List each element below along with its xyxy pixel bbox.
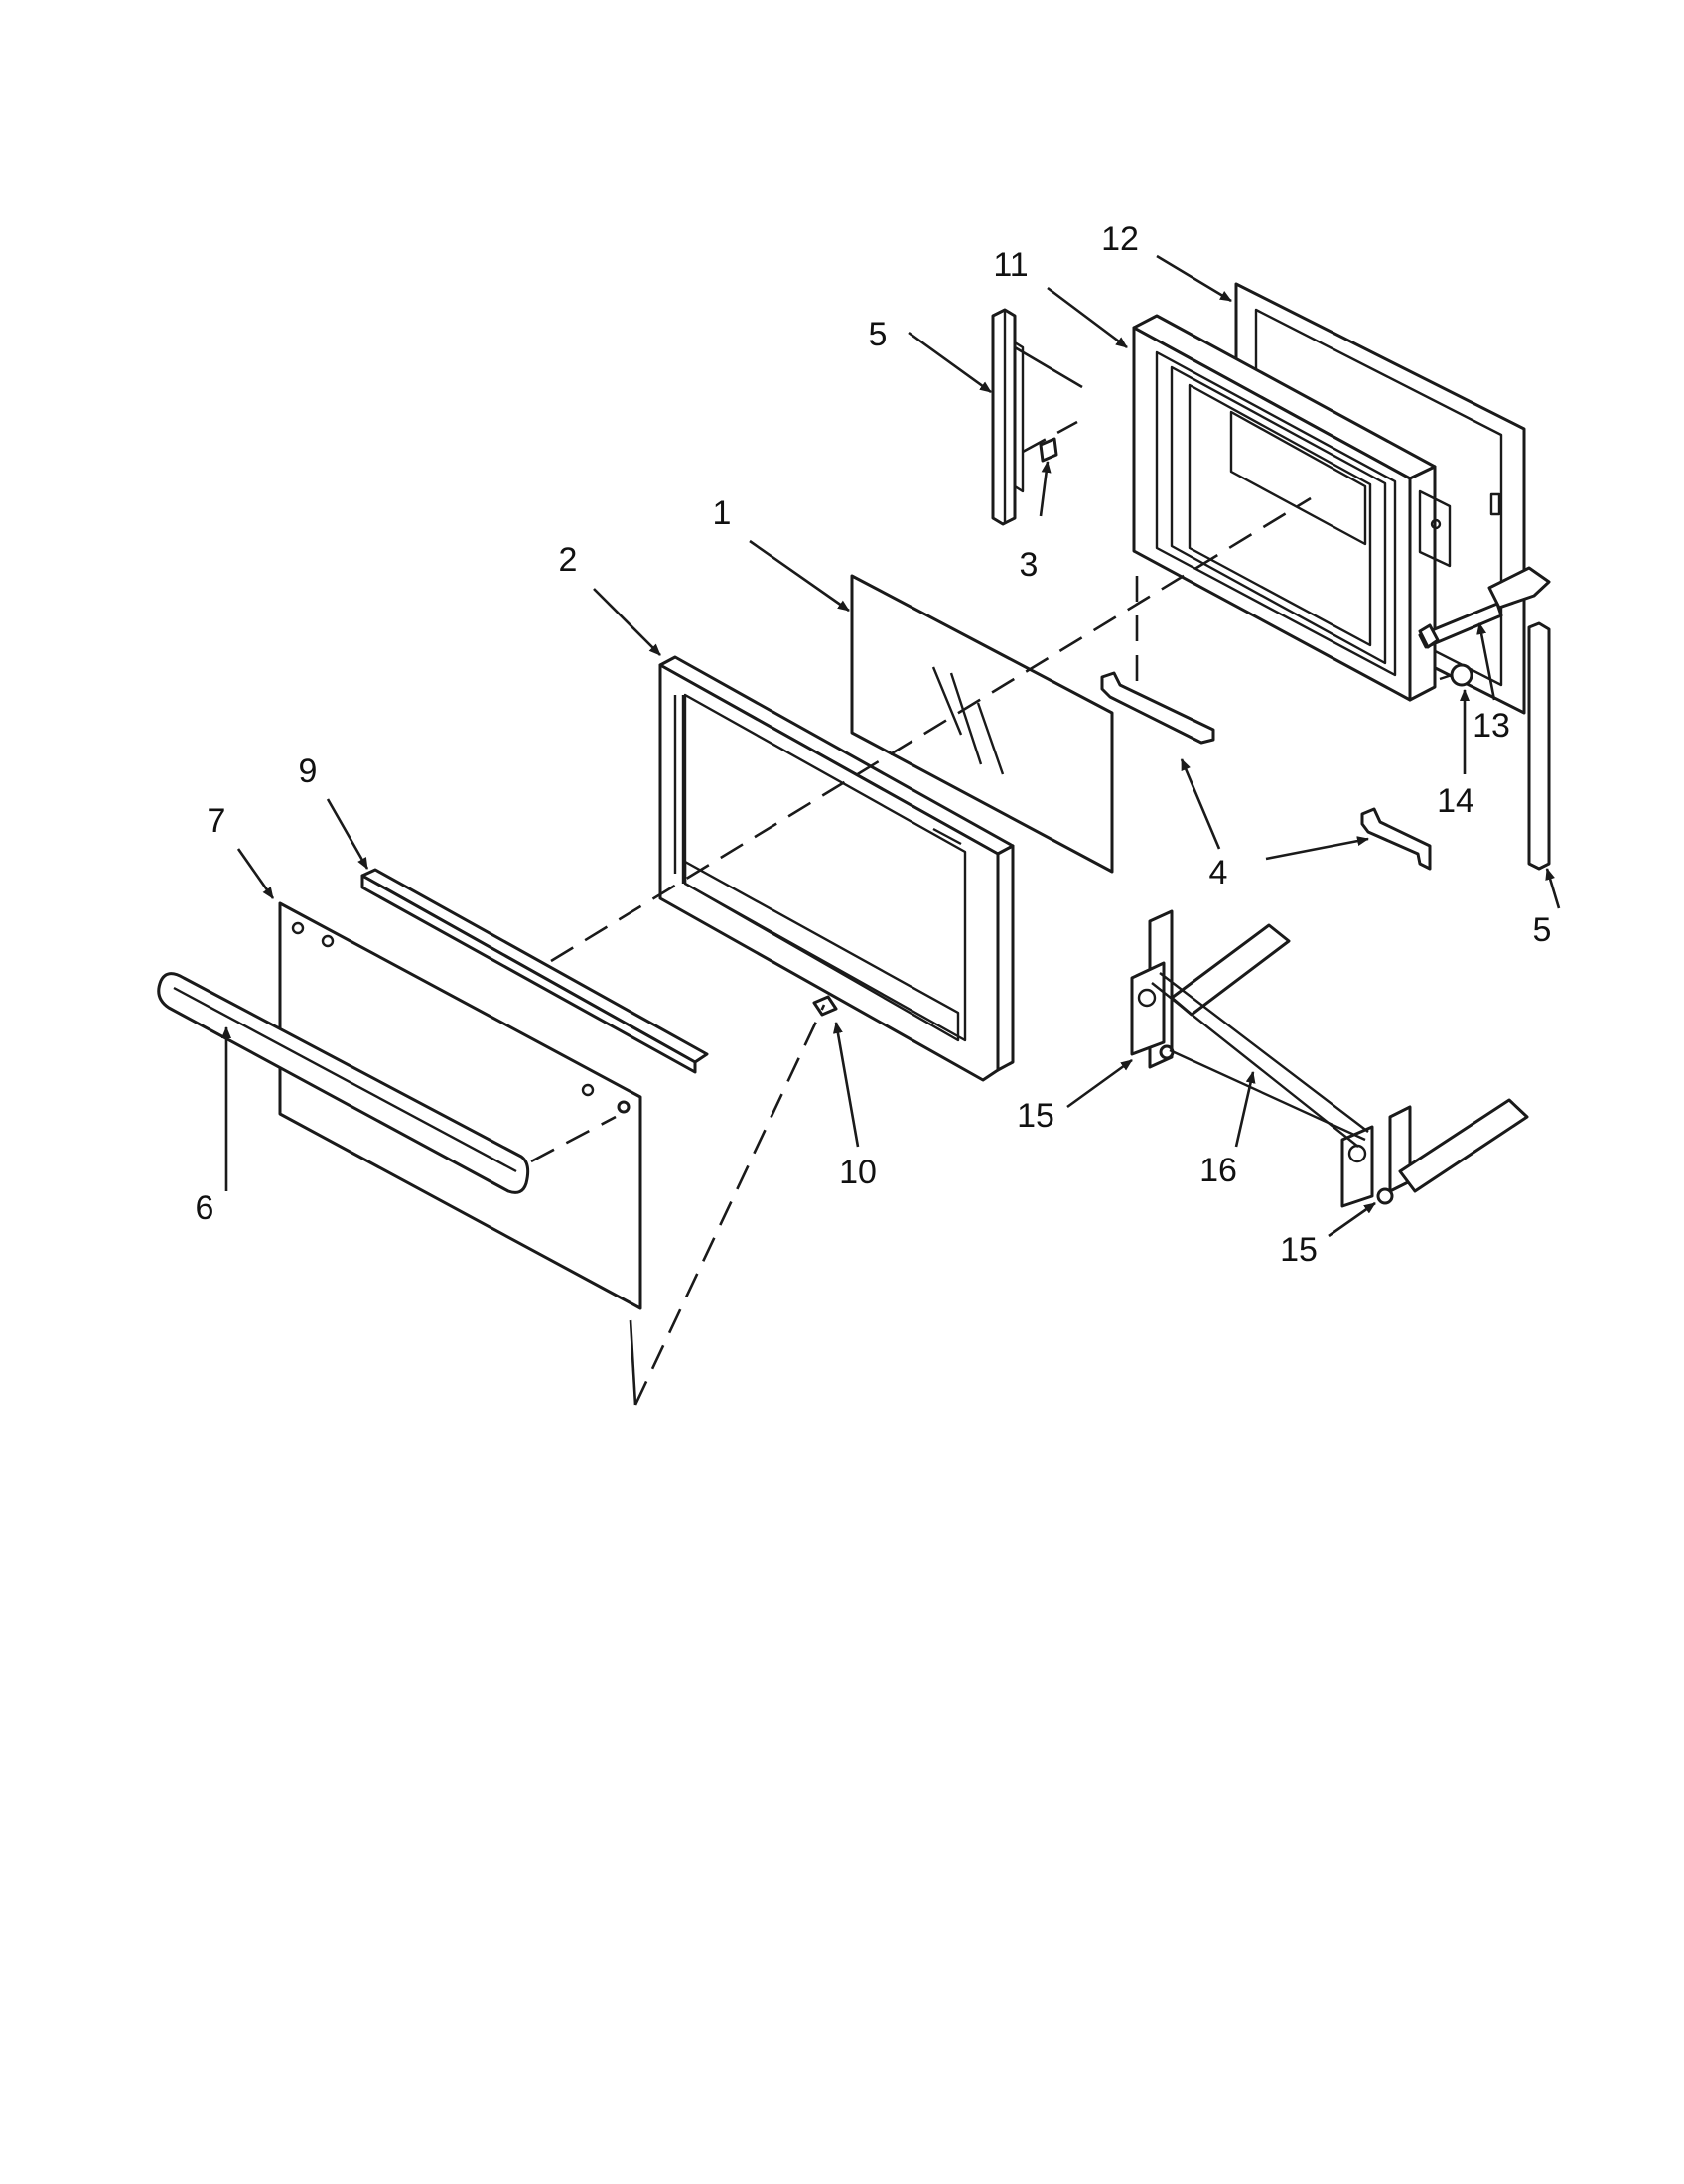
part-bottom-clip xyxy=(812,995,838,1017)
callout-14: 14 xyxy=(1437,782,1474,820)
callout-12: 12 xyxy=(1101,220,1139,258)
leader-arrows xyxy=(221,254,1561,1238)
part-linkage-arms xyxy=(1151,972,1369,1148)
callout-15-left: 15 xyxy=(1017,1097,1054,1135)
callout-1: 1 xyxy=(713,494,732,532)
callout-2: 2 xyxy=(559,541,578,579)
part-hinge-arm xyxy=(1418,566,1551,649)
callout-6: 6 xyxy=(196,1189,214,1227)
part-door-frame xyxy=(1132,314,1452,702)
callout-16: 16 xyxy=(1199,1152,1237,1189)
callout-10: 10 xyxy=(839,1154,877,1191)
callout-7: 7 xyxy=(208,802,226,840)
part-screw xyxy=(1439,663,1474,687)
callout-3: 3 xyxy=(1020,546,1039,584)
callouts: 1 2 3 4 5 5 6 7 9 10 11 12 13 14 15 15 1… xyxy=(196,220,1552,1269)
callout-13: 13 xyxy=(1473,707,1510,745)
callout-4: 4 xyxy=(1209,854,1228,891)
part-vertical-trim-left xyxy=(991,308,1025,526)
part-front-door-panel xyxy=(278,901,642,1310)
part-door-handle xyxy=(157,972,530,1194)
callout-15-right: 15 xyxy=(1280,1231,1318,1269)
part-vertical-trim-right xyxy=(1527,621,1551,871)
part-small-clip xyxy=(1039,437,1058,463)
callout-5-right: 5 xyxy=(1533,911,1552,949)
part-hinge-bracket-upper xyxy=(1100,671,1215,745)
part-hinge-assembly-right xyxy=(1340,1098,1529,1208)
callout-9: 9 xyxy=(299,752,318,790)
alignment-lines xyxy=(530,345,1312,1406)
part-outer-door-frame xyxy=(658,655,1015,1082)
callout-11: 11 xyxy=(993,246,1028,284)
part-hinge-bracket-lower xyxy=(1360,807,1432,871)
part-top-trim-bar xyxy=(360,868,709,1074)
part-glass-pane xyxy=(850,574,1114,874)
part-hinge-assembly-left xyxy=(1130,909,1291,1069)
callout-5-left: 5 xyxy=(869,316,888,353)
